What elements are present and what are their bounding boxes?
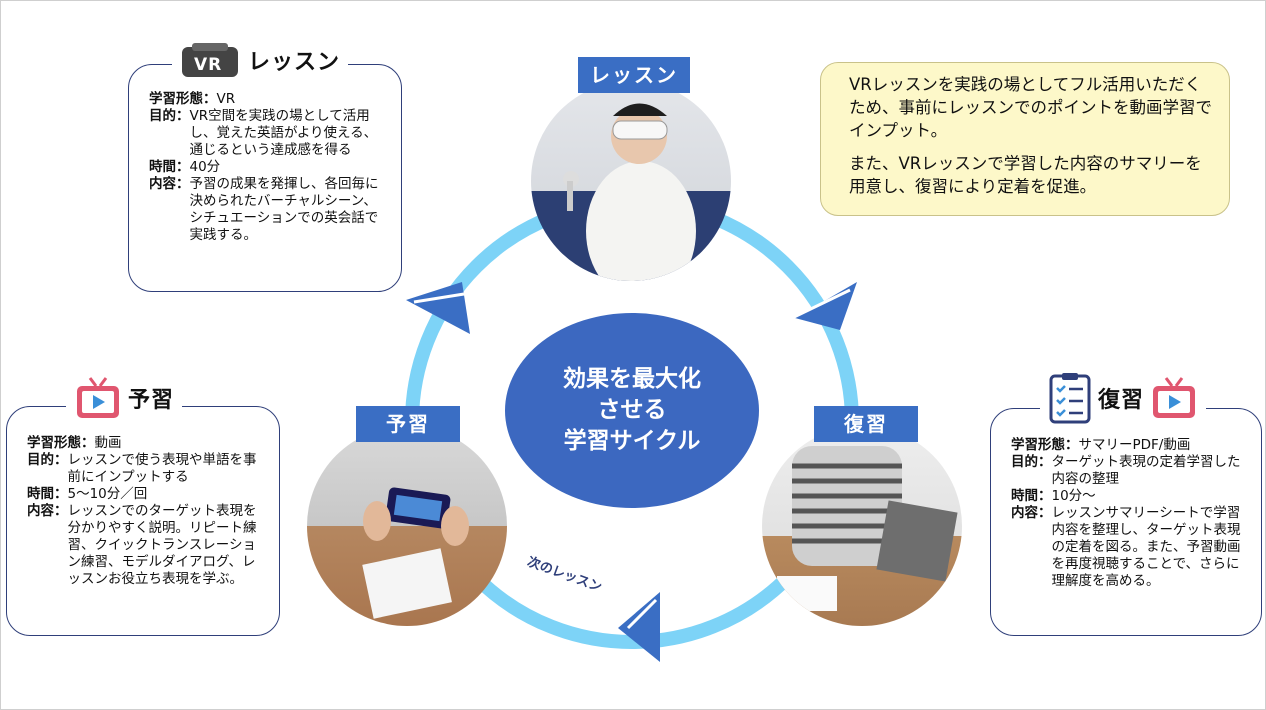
next-lesson-label: 次のレッスン — [525, 554, 604, 596]
tv-play-icon — [74, 376, 122, 420]
tv-play-icon — [1150, 376, 1198, 420]
prep-box-title: 予習 — [66, 376, 183, 420]
label-review: 復習 — [814, 406, 918, 442]
label-lesson: レッスン — [578, 57, 690, 93]
review-info-box: 学習形態：サマリーPDF/動画 目的：ターゲット表現の定着学習した内容の整理 時… — [990, 408, 1262, 636]
review-row-format: 学習形態：サマリーPDF/動画 — [1011, 437, 1191, 453]
lesson-row-format: 学習形態：VR — [149, 91, 236, 107]
prep-info-box: 学習形態：動画 目的：レッスンで使う表現や単語を事前にインプットする 時間：5～… — [6, 406, 280, 636]
lesson-row-purpose: 目的：VR空間を実践の場として活用し、覚えた英語がより使える、通じるという達成感… — [149, 108, 378, 158]
prep-row-format: 学習形態：動画 — [27, 435, 122, 451]
review-row-purpose: 目的：ターゲット表現の定着学習した内容の整理 — [1011, 454, 1241, 487]
label-prep: 予習 — [356, 406, 460, 442]
review-row-content: 内容：レッスンサマリーシートで学習内容を整理し、ターゲット表現の定着を図る。また… — [1011, 505, 1241, 589]
prep-row-purpose: 目的：レッスンで使う表現や単語を事前にインプットする — [27, 452, 257, 485]
checklist-icon — [1048, 372, 1092, 424]
vr-headset-icon: VR — [180, 41, 242, 79]
center-line-3: 学習サイクル — [563, 428, 701, 454]
lesson-box-title-text: レッスン — [248, 50, 341, 75]
summary-note: VRレッスンを実践の場としてフル活用いただくため、事前にレッスンでのポイントを動… — [820, 62, 1230, 216]
note-paragraph-2: また、VRレッスンで学習した内容のサマリーを用意し、復習により定着を促進。 — [849, 154, 1202, 196]
note-paragraph-1: VRレッスンを実践の場としてフル活用いただくため、事前にレッスンでのポイントを動… — [849, 75, 1212, 140]
prep-box-title-text: 予習 — [128, 388, 175, 413]
prep-row-content: 内容：レッスンでのターゲット表現を分かりやすく説明。リピート練習、クイックトラン… — [27, 503, 257, 587]
prep-row-time: 時間：5～10分／回 — [27, 486, 148, 502]
cycle-arrow-bottom — [618, 592, 660, 662]
prep-photo — [307, 426, 507, 626]
center-circle: 効果を最大化 させる 学習サイクル — [505, 313, 759, 508]
center-line-2: させる — [597, 397, 667, 423]
lesson-row-time: 時間：40分 — [149, 159, 221, 175]
review-box-title-text: 復習 — [1098, 388, 1145, 413]
review-box-title: 復習 — [1040, 372, 1207, 424]
lesson-photo — [531, 81, 731, 281]
review-row-time: 時間：10分～ — [1011, 488, 1096, 504]
lesson-row-content: 内容：予習の成果を発揮し、各回毎に決められたバーチャルシーン、シチュエーションで… — [149, 176, 379, 243]
lesson-box-title: VR レッスン — [172, 40, 349, 80]
center-line-1: 効果を最大化 — [563, 366, 701, 392]
review-photo — [762, 426, 962, 626]
svg-text:VR: VR — [194, 55, 222, 75]
lesson-info-box: 学習形態：VR 目的：VR空間を実践の場として活用し、覚えた英語がより使える、通… — [128, 64, 402, 292]
